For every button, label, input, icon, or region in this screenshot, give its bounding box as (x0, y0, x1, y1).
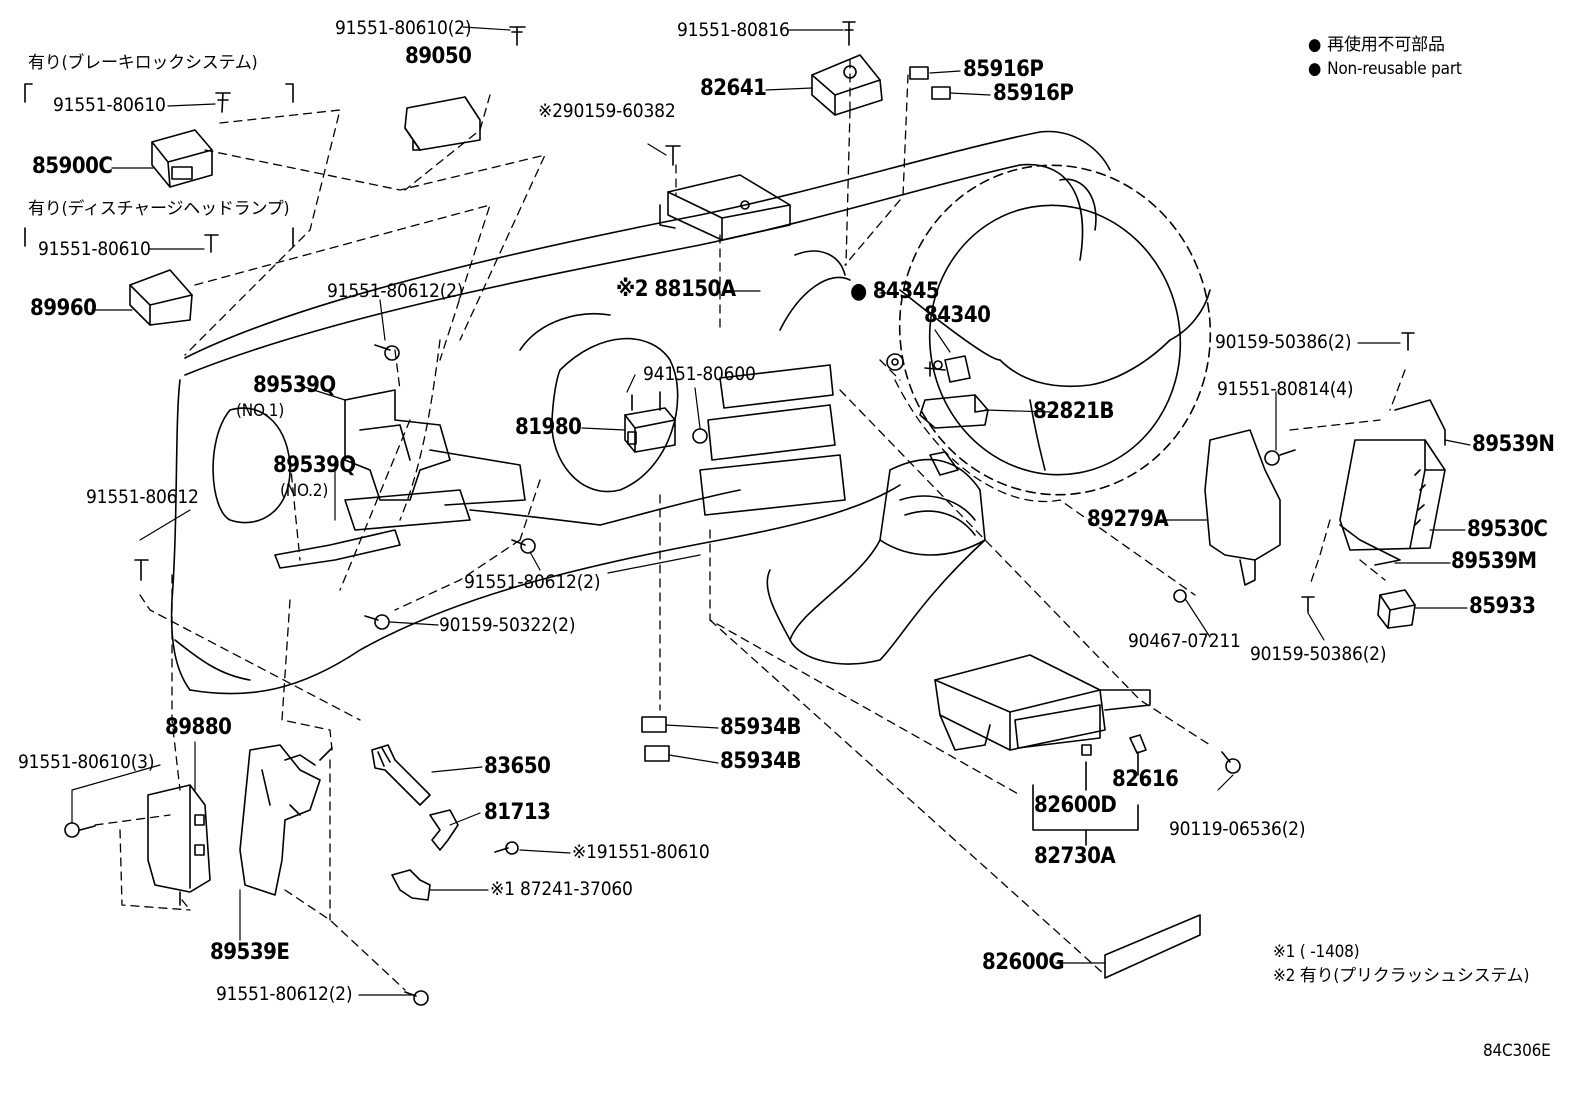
fuse-82616-icon (1129, 734, 1147, 754)
footnote-1: ※1 ( -1408) (1273, 942, 1360, 962)
part-82641: 82641 (700, 76, 767, 101)
fuse-82600d-icon (1081, 744, 1092, 756)
steering-column-icon (766, 451, 986, 665)
part-89539n: 89539N (1472, 432, 1555, 457)
part-91551-80612-2-c: 91551-80612(2) (216, 983, 353, 1005)
bracket-89539q-icon (274, 389, 526, 569)
connector-85934b-icon (641, 716, 670, 762)
group-discharge-headlamp: 有り(ディスチャージヘッドランプ) (28, 199, 290, 219)
part-81980: 81980 (515, 415, 582, 440)
tube-83650-icon (371, 744, 431, 806)
ecu-89530c-icon (1339, 399, 1446, 566)
part-89539m: 89539M (1451, 549, 1537, 574)
group-bracket-discharge (24, 227, 294, 247)
part-89960: 89960 (30, 296, 97, 321)
part-91551-80612-2-a: 91551-80612(2) (327, 280, 464, 302)
figure-id: 84C306E (1483, 1041, 1551, 1061)
switch-84340-icon (924, 355, 971, 383)
label-plate-82600g-icon (1104, 914, 1201, 979)
part-91551-80612: 91551-80612 (86, 486, 199, 508)
part-90467-07211: 90467-07211 (1128, 630, 1241, 652)
part-89279a: 89279A (1087, 507, 1169, 532)
bolt-icons (64, 21, 1415, 1006)
part-91551-80814-4: 91551-80814(4) (1217, 378, 1354, 400)
ecu-89880-icon (147, 784, 211, 906)
relay-85933-icon (1377, 589, 1416, 629)
sensor-87241-icon (391, 869, 431, 901)
part-82600g: 82600G (982, 950, 1065, 975)
part-85934b-a: 85934B (720, 715, 801, 740)
leader-lines (71, 26, 1471, 996)
part-81713: 81713 (484, 800, 551, 825)
relay-block-82641-icon (811, 54, 883, 116)
part-91551-80816: 91551-80816 (677, 19, 790, 41)
part-85933: 85933 (1469, 594, 1536, 619)
part-89050: 89050 (405, 44, 472, 69)
dashboard-outline-icon (170, 130, 1111, 695)
bracket-81713-icon (429, 809, 459, 851)
part-84340: 84340 (924, 303, 991, 328)
part-191551-80610: ※191551-80610 (572, 841, 710, 863)
switch-81980-icon (624, 391, 676, 453)
clip-84345-icon (886, 353, 904, 371)
part-84345: 84345 (850, 281, 940, 303)
relay-85900c-icon (151, 129, 213, 188)
cover-89279a-icon (1204, 429, 1281, 586)
part-91551-80610-3: 91551-80610(3) (18, 751, 155, 773)
part-82730a: 82730A (1034, 844, 1116, 869)
junction-block-82730a-icon (934, 654, 1151, 751)
part-91551-80610-a: 91551-80610 (53, 94, 166, 116)
part-82600d: 82600D (1034, 793, 1117, 818)
cover-82821b-icon (919, 394, 989, 429)
part-85916p-a: 85916P (963, 57, 1044, 82)
legend-en: Non-reusable part (1308, 61, 1462, 78)
part-290159-60382: ※290159-60382 (538, 100, 676, 122)
footnote-2: ※2 有り(プリクラッシュシステム) (1273, 966, 1530, 986)
part-94151-80600: 94151-80600 (643, 363, 756, 385)
part-90119-06536-2: 90119-06536(2) (1169, 818, 1306, 840)
part-85916p-b: 85916P (993, 81, 1074, 106)
part-91551-80610-2-top: 91551-80610(2) (335, 17, 472, 39)
part-85900c: 85900C (32, 154, 113, 179)
part-89880: 89880 (165, 715, 232, 740)
ecu-89050-icon (404, 96, 481, 151)
part-89530c: 89530C (1467, 517, 1548, 542)
group-bracket-brake-lock (24, 83, 294, 103)
part-90159-50322-2: 90159-50322(2) (439, 614, 576, 636)
part-89539e: 89539E (210, 940, 290, 965)
part-no2-suffix: (NO.2) (280, 481, 329, 501)
part-89539q-no1: 89539Q (253, 373, 336, 398)
part-91551-80610-b: 91551-80610 (38, 238, 151, 260)
steering-wheel-icon (898, 164, 1212, 496)
group-brake-lock: 有り(ブレーキロックシステム) (28, 53, 258, 73)
part-90159-50386-2-b: 90159-50386(2) (1250, 643, 1387, 665)
module-89960-icon (129, 269, 193, 326)
part-90159-50386-2-a: 90159-50386(2) (1215, 331, 1352, 353)
part-82821b: 82821B (1033, 399, 1114, 424)
sensor-88150a-icon (659, 174, 791, 241)
bracket-89539e-icon (239, 744, 333, 896)
part-82616: 82616 (1112, 767, 1179, 792)
part-187241-37060: ※1 87241-37060 (490, 878, 633, 900)
legend-jp: 再使用不可部品 (1308, 37, 1445, 54)
part-83650: 83650 (484, 754, 551, 779)
part-85934b-b: 85934B (720, 749, 801, 774)
part-88150a: ※2 88150A (616, 277, 736, 302)
part-89539q-no2: 89539Q (273, 453, 356, 478)
part-no1-suffix: (NO.1) (236, 401, 285, 421)
part-91551-80612-2-b: 91551-80612(2) (464, 571, 601, 593)
